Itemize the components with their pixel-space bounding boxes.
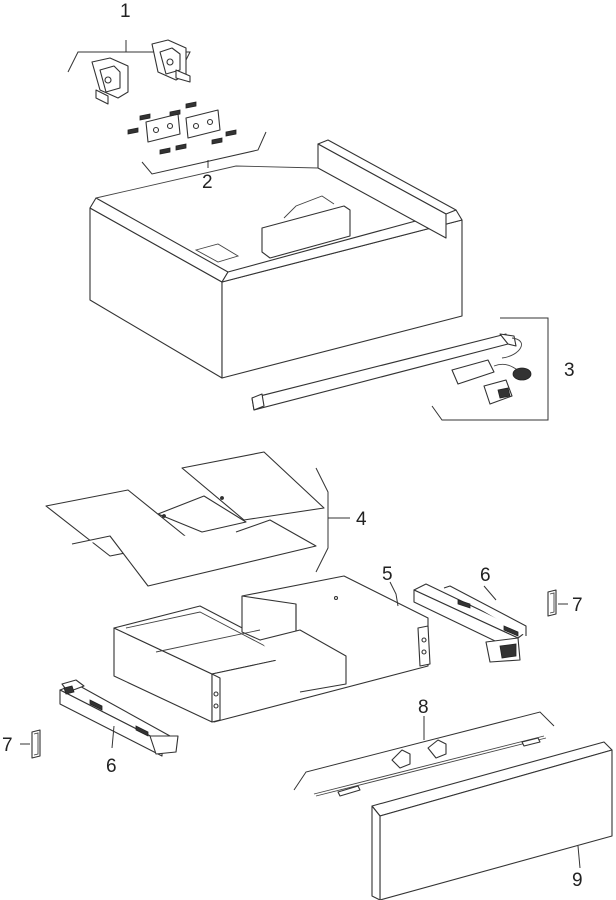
- part-3-led-strip: [251, 317, 549, 421]
- part-6-runner-left: [59, 679, 179, 757]
- part-8-front-connectors: [293, 711, 555, 797]
- part-4-drawer-mats: [45, 451, 350, 587]
- part-5-drawer-box: [113, 575, 431, 723]
- callout-3: 3: [564, 360, 575, 381]
- callout-2: 2: [202, 172, 213, 193]
- callout-1: 1: [120, 1, 131, 22]
- part-7-cap-left: [20, 729, 41, 759]
- part-9-drawer-front: [371, 741, 613, 900]
- part-1-hanging-brackets: [67, 39, 191, 105]
- part-7-cap-right: [547, 589, 568, 617]
- callout-7-left: 7: [2, 735, 13, 756]
- callout-4: 4: [356, 509, 367, 530]
- cabinet-body: [89, 139, 463, 379]
- part-2-mounting-plates: [127, 101, 267, 175]
- callout-5: 5: [382, 564, 393, 585]
- callout-8: 8: [418, 697, 429, 718]
- callout-9: 9: [572, 870, 583, 891]
- callout-7-right: 7: [572, 595, 583, 616]
- part-6-runner-right: [413, 583, 527, 663]
- callout-6-left: 6: [106, 756, 117, 777]
- callout-6-right: 6: [480, 565, 491, 586]
